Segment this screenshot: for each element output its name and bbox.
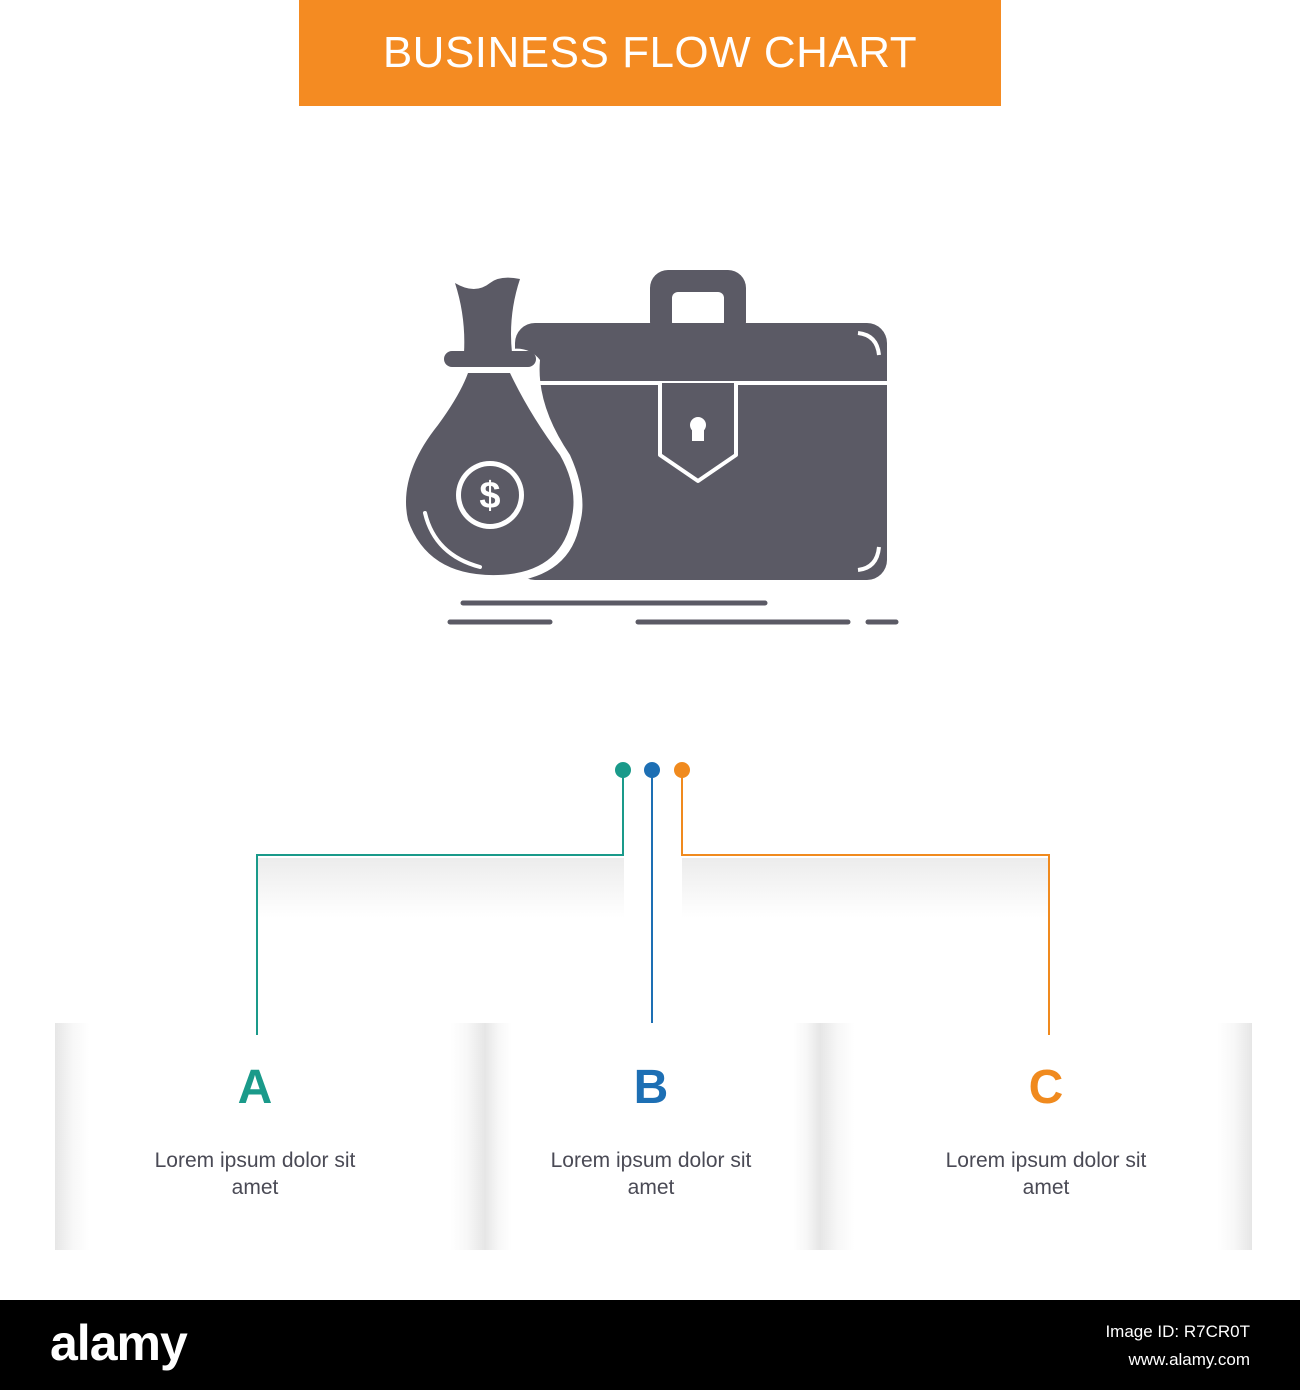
step-text-a: Lorem ipsum dolor sit amet [154, 1149, 356, 1199]
money-bag-briefcase-icon: $ [398, 270, 899, 625]
title-banner: BUSINESS FLOW CHART [299, 0, 1001, 106]
alamy-logo: alamy [50, 1315, 188, 1371]
connector-shadow-left [258, 858, 624, 918]
step-text-b: Lorem ipsum dolor sit amet [550, 1149, 752, 1199]
connector-dot-a [615, 762, 631, 778]
connector-a [256, 770, 624, 1035]
step-letter-b: B [633, 1061, 669, 1114]
connector-dot-c [674, 762, 690, 778]
image-id: Image ID: R7CR0T [1105, 1322, 1250, 1341]
connector-shadow-right [682, 858, 1048, 918]
connector-c [681, 770, 1050, 1035]
step-letter-c: C [1028, 1061, 1064, 1114]
chart-title: BUSINESS FLOW CHART [382, 28, 918, 77]
svg-text:$: $ [479, 475, 500, 517]
step-panel-a [55, 1023, 485, 1250]
footer-url: www.alamy.com [1128, 1350, 1250, 1369]
footer-bar: alamy Image ID: R7CR0T www.alamy.com [0, 1300, 1300, 1390]
step-panel-b [485, 1023, 820, 1250]
step-text-c: Lorem ipsum dolor sit amet [945, 1149, 1147, 1199]
connector-dot-b [644, 762, 660, 778]
step-panel-c [820, 1023, 1252, 1250]
step-letter-a: A [237, 1061, 273, 1114]
